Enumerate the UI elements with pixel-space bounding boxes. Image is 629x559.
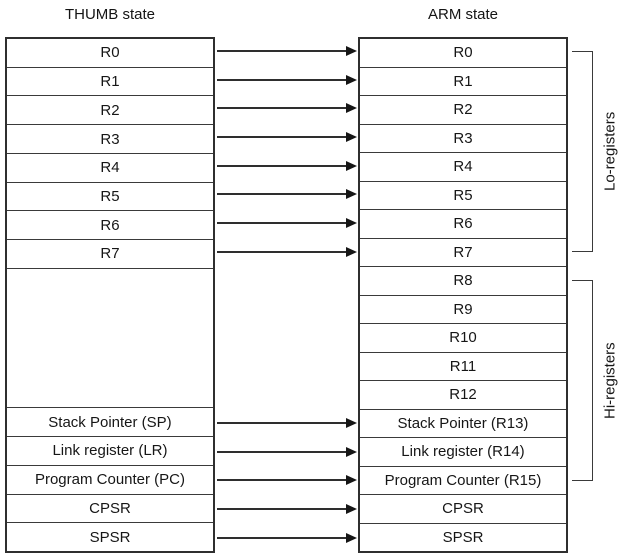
arrow-r2	[217, 103, 357, 113]
arrow-lr	[217, 447, 357, 457]
thumb-row-spsr: SPSR	[7, 522, 213, 551]
thumb-row-r7: R7	[7, 239, 213, 268]
arrow-spsr	[217, 533, 357, 543]
lo-registers-bracket	[572, 51, 593, 252]
arm-register-table: R0 R1 R2 R3 R4 R5 R6 R7 R8 R9 R10 R11 R1…	[358, 37, 568, 553]
arrow-r6	[217, 218, 357, 228]
lo-registers-label: Lo-registers	[601, 111, 619, 192]
arm-row-r0: R0	[453, 44, 473, 62]
arrow-r5	[217, 189, 357, 199]
arm-row-r13: Stack Pointer (R13)	[360, 408, 566, 438]
thumb-state-title: THUMB state	[64, 6, 155, 23]
arm-row-r4: R4	[360, 152, 566, 181]
arm-row-r9: R9	[360, 294, 566, 324]
thumb-row-r2: R2	[7, 95, 213, 124]
arm-row-spsr: SPSR	[360, 522, 566, 552]
thumb-row-lr: Link register (LR)	[7, 436, 213, 465]
arrow-sp	[217, 418, 357, 428]
thumb-row-r3: R3	[7, 124, 213, 153]
arm-row-r14: Link register (R14)	[360, 437, 566, 466]
arrow-r1	[217, 75, 357, 85]
arm-row-r6: R6	[360, 209, 566, 238]
arrow-r3	[217, 132, 357, 142]
thumb-register-table: R0 R1 R2 R3 R4 R5 R6 R7 Stack Pointer (S…	[5, 37, 215, 553]
thumb-row-sp: Stack Pointer (SP)	[7, 407, 213, 436]
hi-registers-bracket	[572, 280, 593, 481]
arrow-pc	[217, 475, 357, 485]
thumb-row-pc: Program Counter (PC)	[7, 464, 213, 494]
thumb-row-r0: R0	[100, 44, 120, 62]
arm-row-cpsr: CPSR	[360, 494, 566, 523]
arrow-r0	[217, 46, 357, 56]
arm-row-r2: R2	[360, 95, 566, 124]
thumb-row-r1: R1	[7, 66, 213, 96]
thumb-row-r6: R6	[7, 210, 213, 239]
thumb-empty-cell	[7, 267, 213, 408]
thumb-row-cpsr: CPSR	[7, 493, 213, 523]
arm-row-r1: R1	[360, 66, 566, 96]
arrow-r4	[217, 161, 357, 171]
arm-state-title: ARM state	[427, 6, 499, 23]
arm-row-r7: R7	[360, 237, 566, 267]
arrow-cpsr	[217, 504, 357, 514]
arm-row-r15: Program Counter (R15)	[360, 465, 566, 495]
hi-registers-label: Hi-registers	[601, 342, 619, 419]
arrow-r7	[217, 247, 357, 257]
thumb-row-r5: R5	[7, 181, 213, 211]
thumb-row-r4: R4	[7, 152, 213, 182]
arm-row-r8: R8	[360, 266, 566, 295]
arm-row-r10: R10	[360, 323, 566, 352]
arm-row-r12: R12	[360, 380, 566, 409]
arm-row-r11: R11	[360, 351, 566, 381]
arm-row-r5: R5	[360, 180, 566, 210]
arm-row-r3: R3	[360, 123, 566, 153]
